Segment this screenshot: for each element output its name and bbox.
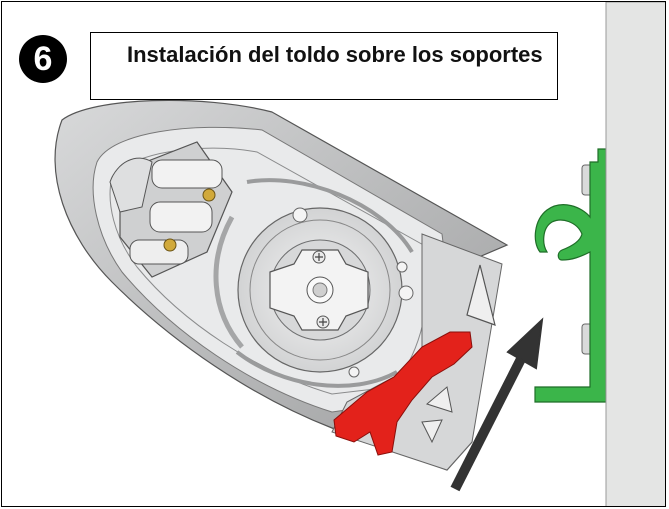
wall-bracket xyxy=(534,148,607,403)
motor-blocks xyxy=(109,141,233,278)
step-number-badge: 6 xyxy=(19,35,67,83)
page-title: Instalación del toldo sobre los soportes xyxy=(127,42,543,67)
wall xyxy=(605,2,665,506)
awning-end-cap xyxy=(54,99,509,471)
red-latch xyxy=(333,331,473,456)
title-box: Instalación del toldo sobre los soportes xyxy=(90,32,558,100)
insertion-arrow xyxy=(450,317,544,492)
